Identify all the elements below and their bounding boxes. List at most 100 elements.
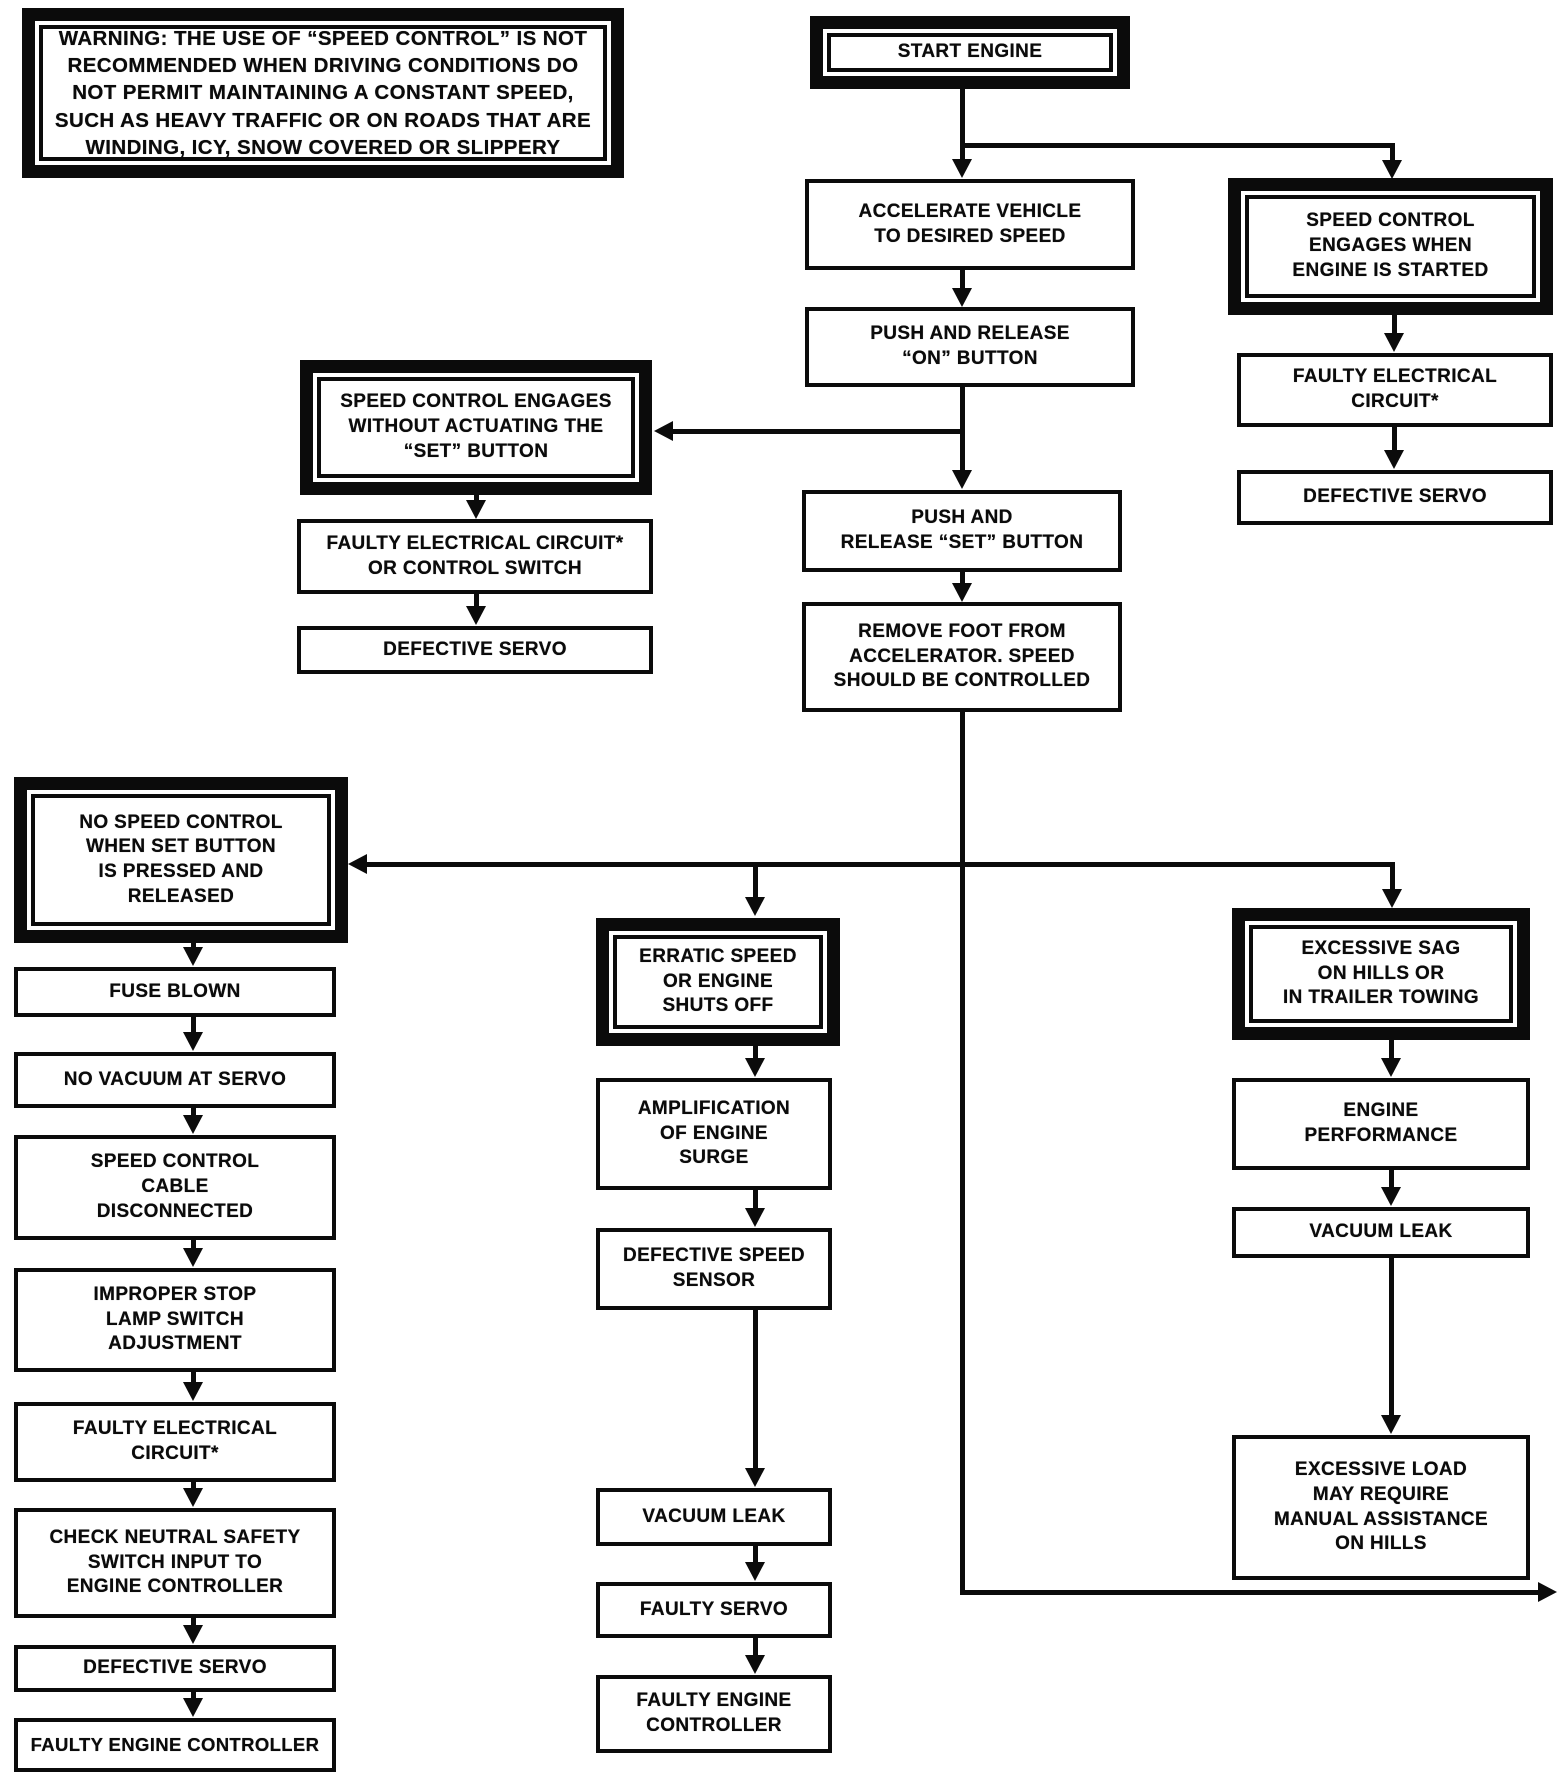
node-defective-servo-bottom: DEFECTIVE SERVO bbox=[14, 1645, 336, 1692]
arrowhead-down-icon bbox=[1382, 160, 1402, 179]
connector bbox=[960, 143, 1394, 148]
connector bbox=[753, 1190, 758, 1210]
node-defective-servo-left: DEFECTIVE SERVO bbox=[297, 626, 653, 674]
connector bbox=[753, 1046, 758, 1060]
node-vacuum-leak-mid: VACUUM LEAK bbox=[596, 1488, 832, 1546]
node-faulty-electrical-or-control-switch: FAULTY ELECTRICAL CIRCUIT* OR CONTROL SW… bbox=[297, 519, 653, 594]
node-start-engine: START ENGINE bbox=[810, 16, 1130, 89]
warning-box: WARNING: THE USE OF “SPEED CONTROL” IS N… bbox=[22, 8, 624, 178]
arrowhead-left-icon bbox=[654, 421, 673, 441]
arrowhead-down-icon bbox=[183, 1248, 203, 1267]
node-faulty-engine-controller-left-label: FAULTY ENGINE CONTROLLER bbox=[30, 1733, 320, 1755]
arrowhead-down-icon bbox=[183, 947, 203, 966]
node-faulty-engine-controller-mid-label: FAULTY ENGINE CONTROLLER bbox=[636, 1690, 792, 1736]
arrowhead-down-icon bbox=[745, 1655, 765, 1674]
node-faulty-electrical-or-control-switch-label: FAULTY ELECTRICAL CIRCUIT* OR CONTROL SW… bbox=[326, 532, 624, 579]
node-defective-servo-right: DEFECTIVE SERVO bbox=[1237, 470, 1553, 525]
arrowhead-down-icon bbox=[183, 1115, 203, 1134]
connector bbox=[670, 429, 962, 434]
arrowhead-down-icon bbox=[745, 897, 765, 916]
connector bbox=[191, 1618, 196, 1627]
connector bbox=[960, 387, 965, 470]
node-push-on-button-label: PUSH AND RELEASE “ON” BUTTON bbox=[870, 323, 1070, 369]
connector bbox=[191, 1372, 196, 1384]
arrowhead-down-icon bbox=[1381, 1058, 1401, 1077]
node-accelerate: ACCELERATE VEHICLE TO DESIRED SPEED bbox=[805, 179, 1135, 270]
connector bbox=[960, 712, 965, 1595]
node-sc-engages-when-started-label: SPEED CONTROL ENGAGES WHEN ENGINE IS STA… bbox=[1245, 195, 1536, 298]
node-defective-servo-right-label: DEFECTIVE SERVO bbox=[1303, 486, 1487, 508]
node-faulty-electrical-circuit-right: FAULTY ELECTRICAL CIRCUIT* bbox=[1237, 353, 1553, 427]
arrowhead-down-icon bbox=[745, 1208, 765, 1227]
arrowhead-down-icon bbox=[745, 1562, 765, 1581]
connector bbox=[191, 943, 196, 949]
node-sc-engages-without-set: SPEED CONTROL ENGAGES WITHOUT ACTUATING … bbox=[300, 360, 652, 495]
arrowhead-down-icon bbox=[183, 1698, 203, 1717]
warning-text: WARNING: THE USE OF “SPEED CONTROL” IS N… bbox=[39, 25, 607, 161]
arrowhead-down-icon bbox=[183, 1625, 203, 1644]
node-no-vacuum-at-servo-label: NO VACUUM AT SERVO bbox=[63, 1068, 287, 1090]
node-check-neutral-safety: CHECK NEUTRAL SAFETY SWITCH INPUT TO ENG… bbox=[14, 1508, 336, 1618]
node-defective-speed-sensor-label: DEFECTIVE SPEED SENSOR bbox=[622, 1245, 806, 1291]
node-defective-servo-left-label: DEFECTIVE SERVO bbox=[383, 638, 567, 660]
node-vacuum-leak-right-label: VACUUM LEAK bbox=[1309, 1221, 1453, 1243]
node-push-set-button-label: PUSH AND RELEASE “SET” BUTTON bbox=[840, 507, 1084, 553]
node-faulty-electrical-circuit-left-label: FAULTY ELECTRICAL CIRCUIT* bbox=[72, 1418, 278, 1464]
connector bbox=[474, 594, 479, 608]
connector bbox=[191, 1692, 196, 1700]
arrowhead-down-icon bbox=[183, 1032, 203, 1051]
node-improper-stop-lamp: IMPROPER STOP LAMP SWITCH ADJUSTMENT bbox=[14, 1268, 336, 1372]
node-defective-speed-sensor: DEFECTIVE SPEED SENSOR bbox=[596, 1228, 832, 1310]
connector bbox=[753, 862, 758, 899]
connector bbox=[1390, 862, 1395, 890]
node-vacuum-leak-right: VACUUM LEAK bbox=[1232, 1207, 1530, 1258]
arrowhead-down-icon bbox=[952, 583, 972, 602]
connector bbox=[1392, 315, 1397, 335]
node-remove-foot: REMOVE FOOT FROM ACCELERATOR. SPEED SHOU… bbox=[802, 602, 1122, 712]
node-engine-performance-label: ENGINE PERFORMANCE bbox=[1304, 1100, 1458, 1146]
node-erratic-speed-label: ERRATIC SPEED OR ENGINE SHUTS OFF bbox=[613, 935, 823, 1029]
connector bbox=[474, 495, 479, 502]
node-cable-disconnected: SPEED CONTROL CABLE DISCONNECTED bbox=[14, 1135, 336, 1240]
connector bbox=[753, 1638, 758, 1657]
connector bbox=[191, 1017, 196, 1034]
node-excessive-load: EXCESSIVE LOAD MAY REQUIRE MANUAL ASSIST… bbox=[1232, 1435, 1530, 1580]
arrowhead-down-icon bbox=[1381, 1187, 1401, 1206]
node-vacuum-leak-mid-label: VACUUM LEAK bbox=[642, 1505, 786, 1527]
node-cable-disconnected-label: SPEED CONTROL CABLE DISCONNECTED bbox=[90, 1151, 260, 1222]
connector bbox=[960, 572, 965, 585]
arrowhead-down-icon bbox=[183, 1382, 203, 1401]
node-no-speed-control-label: NO SPEED CONTROL WHEN SET BUTTON IS PRES… bbox=[31, 794, 331, 926]
node-faulty-servo-label: FAULTY SERVO bbox=[639, 1598, 789, 1620]
node-erratic-speed: ERRATIC SPEED OR ENGINE SHUTS OFF bbox=[596, 918, 840, 1046]
arrowhead-down-icon bbox=[1384, 450, 1404, 469]
node-push-on-button: PUSH AND RELEASE “ON” BUTTON bbox=[805, 307, 1135, 387]
node-push-set-button: PUSH AND RELEASE “SET” BUTTON bbox=[802, 490, 1122, 572]
connector bbox=[960, 89, 965, 161]
connector bbox=[753, 1546, 758, 1564]
node-faulty-electrical-circuit-left: FAULTY ELECTRICAL CIRCUIT* bbox=[14, 1402, 336, 1482]
node-no-vacuum-at-servo: NO VACUUM AT SERVO bbox=[14, 1052, 336, 1108]
node-amplification-surge-label: AMPLIFICATION OF ENGINE SURGE bbox=[637, 1097, 791, 1169]
arrowhead-down-icon bbox=[466, 500, 486, 519]
connector bbox=[366, 862, 1394, 867]
connector bbox=[191, 1482, 196, 1490]
arrowhead-down-icon bbox=[1382, 889, 1402, 908]
arrowhead-down-icon bbox=[952, 159, 972, 178]
arrowhead-down-icon bbox=[952, 288, 972, 307]
arrowhead-down-icon bbox=[1381, 1415, 1401, 1434]
node-defective-servo-bottom-label: DEFECTIVE SERVO bbox=[83, 1657, 267, 1679]
arrowhead-down-icon bbox=[183, 1488, 203, 1507]
connector bbox=[960, 270, 965, 290]
node-improper-stop-lamp-label: IMPROPER STOP LAMP SWITCH ADJUSTMENT bbox=[93, 1283, 257, 1355]
node-excessive-load-label: EXCESSIVE LOAD MAY REQUIRE MANUAL ASSIST… bbox=[1273, 1459, 1489, 1555]
connector bbox=[1389, 1258, 1394, 1417]
arrowhead-down-icon bbox=[952, 470, 972, 489]
node-sc-engages-without-set-label: SPEED CONTROL ENGAGES WITHOUT ACTUATING … bbox=[317, 377, 635, 478]
node-excessive-sag-label: EXCESSIVE SAG ON HILLS OR IN TRAILER TOW… bbox=[1249, 925, 1513, 1023]
arrowhead-down-icon bbox=[745, 1468, 765, 1487]
node-check-neutral-safety-label: CHECK NEUTRAL SAFETY SWITCH INPUT TO ENG… bbox=[49, 1526, 301, 1598]
arrowhead-left-icon bbox=[348, 854, 367, 874]
arrowhead-down-icon bbox=[1384, 333, 1404, 352]
